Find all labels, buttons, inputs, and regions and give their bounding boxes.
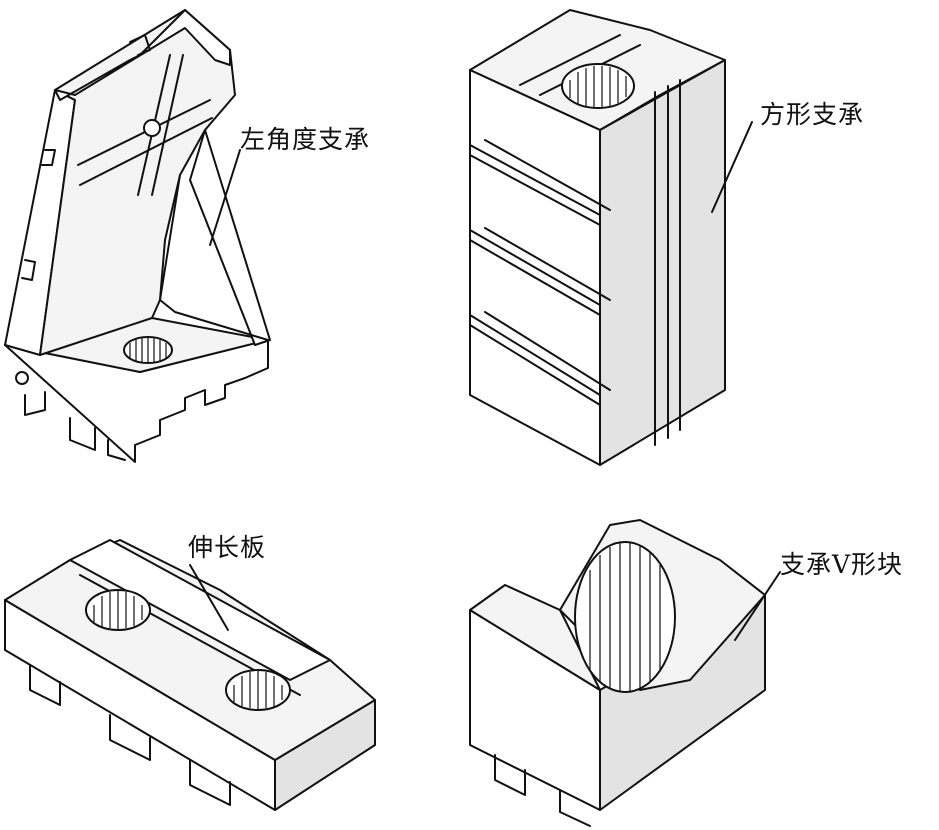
label-square-support: 方形支承 bbox=[760, 100, 865, 129]
extension-plate-drawing bbox=[4, 539, 376, 811]
label-extension-plate: 伸长板 bbox=[188, 533, 267, 562]
angle-support-drawing bbox=[4, 9, 271, 463]
label-v-block: 支承V形块 bbox=[780, 550, 904, 579]
v-block-drawing bbox=[469, 519, 781, 827]
square-support-drawing bbox=[469, 9, 753, 466]
label-angle-support: 左角度支承 bbox=[240, 125, 371, 154]
